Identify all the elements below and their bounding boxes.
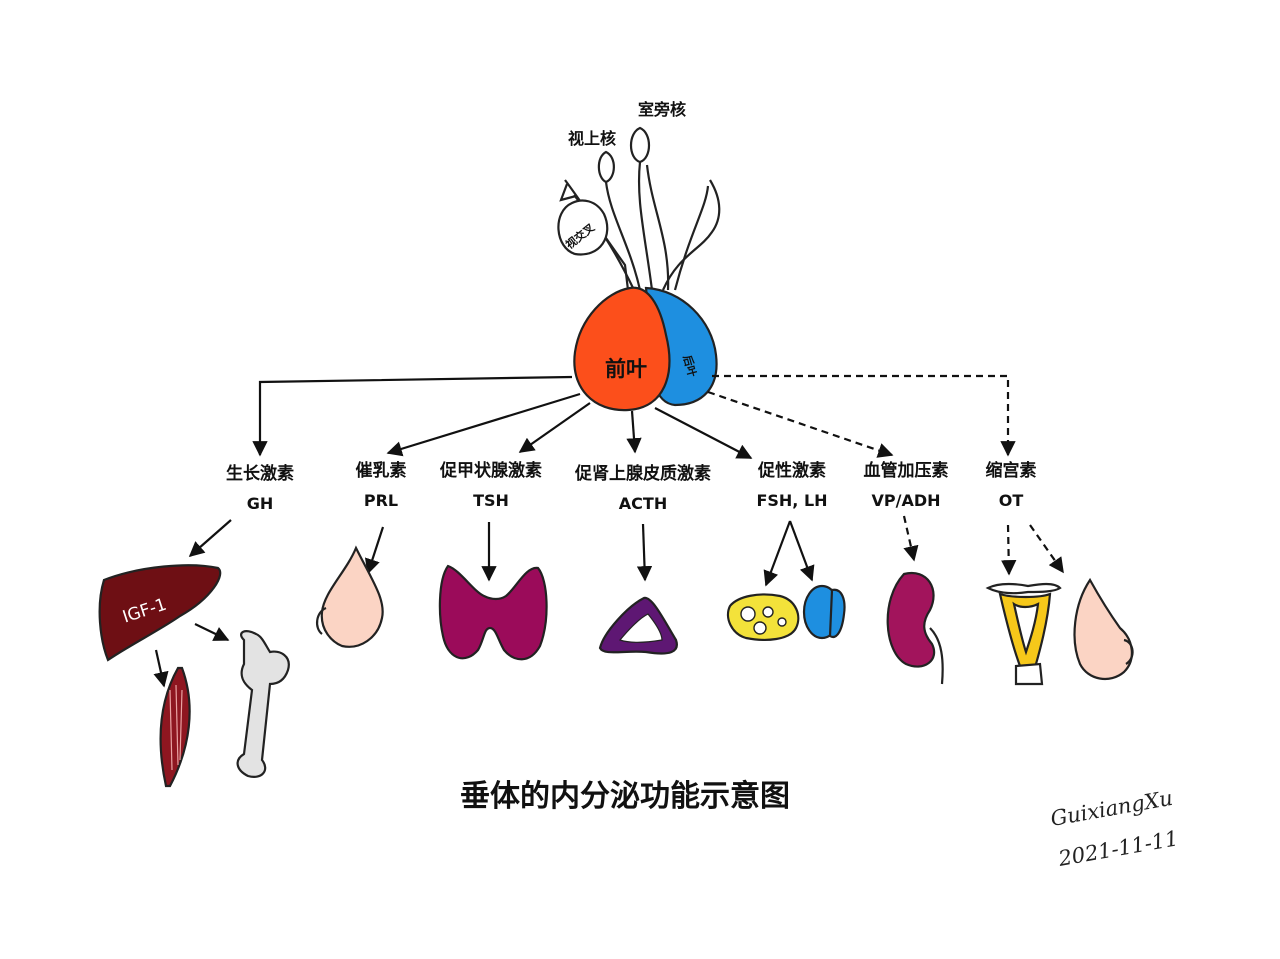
arrow-vp <box>707 390 894 458</box>
testis-icon <box>802 584 846 640</box>
arrow-fsh-ovary <box>763 520 792 587</box>
arrow-igf-muscle <box>153 649 169 688</box>
hormone-name: 促肾上腺皮质激素 <box>574 463 711 484</box>
pituitary-gland <box>573 286 718 412</box>
arrow-lh-testis <box>788 520 815 582</box>
signature: GuixiangXu 2021-11-11 <box>1049 786 1180 871</box>
liver-icon <box>98 564 222 662</box>
arrow-vp-kidney <box>902 515 919 562</box>
breast-icon-ot <box>1073 577 1134 681</box>
anterior-lobe <box>573 286 671 412</box>
arrow-acth <box>626 410 642 454</box>
uterus-icon <box>985 582 1062 686</box>
thyroid-icon <box>438 564 548 661</box>
diagram-title: 垂体的内分泌功能示意图 <box>460 779 790 814</box>
posterior-lobe-label: 后叶 <box>680 354 699 379</box>
hormone-name: 促性激素 <box>757 460 826 481</box>
hormone-name: 生长激素 <box>226 463 294 484</box>
hormone-name: 催乳素 <box>356 460 407 481</box>
hormone-name: 血管加压素 <box>864 460 949 481</box>
hormone-abbr: FSH, LH <box>756 491 827 510</box>
secretion-arrows <box>153 374 1064 688</box>
signature-name: GuixiangXu <box>1049 786 1175 831</box>
hormone-name: 缩宫素 <box>986 460 1037 481</box>
arrow-gh <box>252 375 573 457</box>
anterior-lobe-label: 前叶 <box>605 357 647 381</box>
hormone-abbr: PRL <box>364 491 398 510</box>
ovary-icon <box>726 593 800 641</box>
arrow-igf-bone <box>194 623 230 641</box>
kidney-icon <box>886 571 944 685</box>
hormone-abbr: OT <box>999 491 1024 510</box>
arrow-acth-adrenal <box>636 523 653 582</box>
arrow-gh-liver <box>188 519 232 558</box>
arrow-ot-uterus <box>1001 524 1017 576</box>
muscle-icon <box>159 666 191 788</box>
arrow-fsh-lh <box>654 407 753 459</box>
arrow-ot-breast <box>1029 524 1064 574</box>
arrow-ot <box>712 374 1016 457</box>
hormone-abbr: GH <box>247 494 274 513</box>
hormone-abbr: VP/ADH <box>871 491 940 510</box>
hormone-abbr: TSH <box>473 491 509 510</box>
hormone-abbr: ACTH <box>619 494 667 513</box>
arrow-prl <box>386 392 581 457</box>
hormone-labels: 生长激素 GH 催乳素 PRL 促甲状腺激素 TSH 促肾上腺皮质激素 ACTH… <box>226 460 1037 513</box>
hormone-name: 促甲状腺激素 <box>439 460 542 481</box>
bone-icon <box>236 630 290 778</box>
breast-icon-prl <box>316 545 384 648</box>
signature-date: 2021-11-11 <box>1056 826 1180 871</box>
supraoptic-nucleus-icon <box>597 150 615 184</box>
paraventricular-label: 室旁核 <box>638 100 686 119</box>
adrenal-icon <box>598 596 678 655</box>
supraoptic-label: 视上核 <box>568 129 616 148</box>
paraventricular-nucleus-icon <box>629 126 651 164</box>
hypothalamus-stalk <box>557 126 721 291</box>
arrow-prl-breast <box>364 526 385 575</box>
optic-chiasm-icon <box>557 199 609 256</box>
arrow-tsh <box>518 402 591 453</box>
